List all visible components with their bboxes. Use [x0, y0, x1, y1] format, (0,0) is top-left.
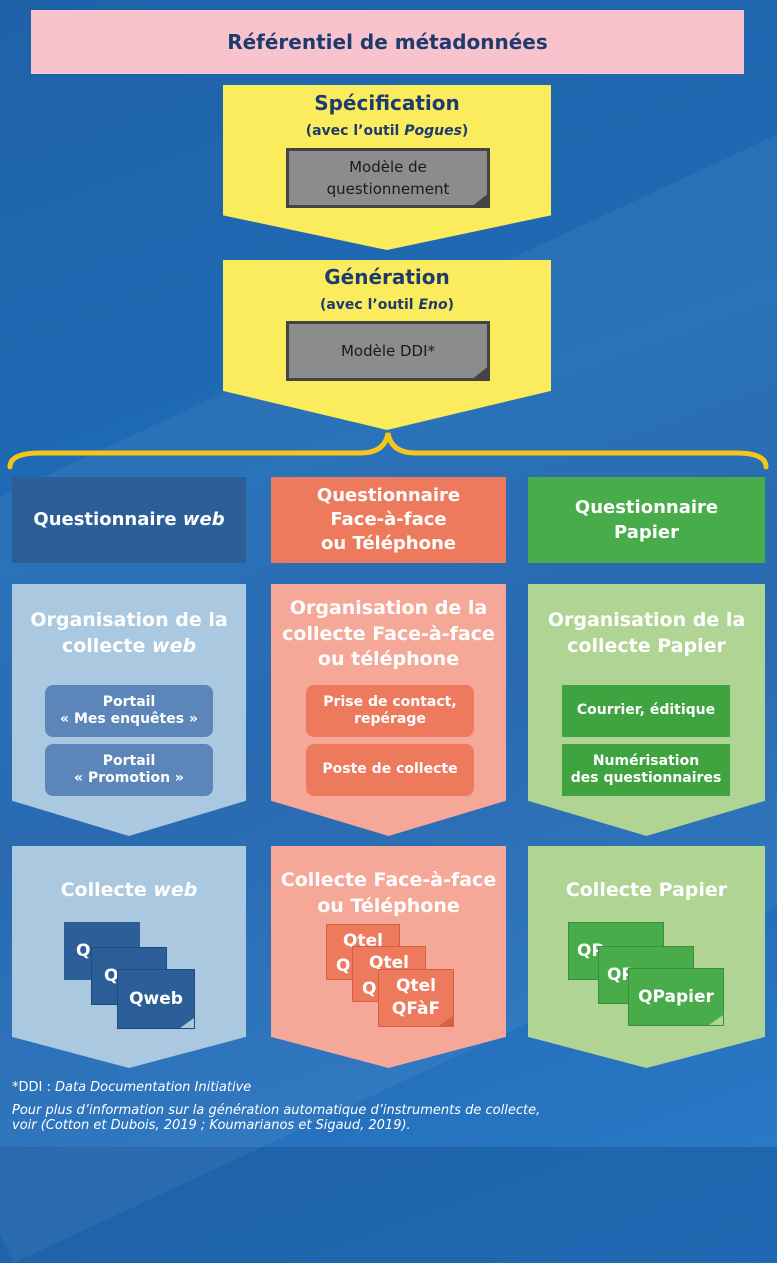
specification-subtitle: (avec l’outil Pogues) — [305, 123, 469, 139]
info-footnote-line2: voir (Cotton et Dubois, 2019 ; Koumarian… — [12, 1118, 411, 1133]
questionnaire-model-line2: questionnement — [326, 180, 450, 198]
phone-collection-title: Collecte Face-à-face ou Téléphone — [280, 869, 497, 917]
metadata-repository-label: Référentiel de métadonnées — [227, 30, 548, 54]
phone-questionnaire-header: Questionnaire Face-à-face ou Téléphone — [271, 477, 506, 563]
questionnaire-model-line1: Modèle de — [349, 157, 427, 176]
paper-organisation-title: Organisation de la collecte Papier — [547, 609, 746, 657]
mail-printing-task: Courrier, éditique — [562, 685, 730, 737]
web-questionnaire-header: Questionnaire web — [12, 477, 246, 563]
questionnaire-model-document: Modèle de questionnement — [286, 148, 490, 208]
ddi-model-label: Modèle DDI* — [340, 341, 436, 360]
web-collection-title: Collecte web — [60, 879, 198, 901]
contact-tracking-task: Prise de contact,repérage — [306, 685, 474, 737]
portal-mes-enquetes: Portail« Mes enquêtes » — [45, 685, 213, 737]
specification-arrow: Spécification (avec l’outil Pogues) Modè… — [223, 85, 551, 250]
web-questionnaire-doc-3: Qweb — [117, 969, 195, 1029]
paper-collection-title: Collecte Papier — [565, 879, 728, 901]
paper-questionnaire-doc-3: QPapier — [628, 968, 724, 1026]
metadata-repository-box: Référentiel de métadonnées — [31, 10, 744, 74]
phone-questionnaire-doc-4: Q — [362, 979, 377, 999]
paper-questionnaire-header: Questionnaire Papier — [528, 477, 765, 563]
phone-organisation-title: Organisation de la collecte Face-à-face … — [282, 597, 495, 671]
portal-promotion: Portail« Promotion » — [45, 744, 213, 796]
web-organisation-title: Organisation de la collecte web — [30, 609, 228, 657]
specification-title: Spécification — [314, 91, 460, 115]
generation-title: Génération — [324, 265, 450, 289]
collection-station-task: Poste de collecte — [306, 744, 474, 796]
info-footnote-line1: Pour plus d’information sur la génératio… — [12, 1103, 541, 1118]
ddi-footnote: *DDI : Data Documentation Initiative — [12, 1080, 252, 1095]
ddi-model-document: Modèle DDI* — [286, 321, 490, 381]
brace-connector — [7, 432, 769, 470]
generation-subtitle: (avec l’outil Eno) — [319, 297, 455, 313]
phone-questionnaire-doc-2: Q — [336, 956, 351, 976]
generation-arrow: Génération (avec l’outil Eno) Modèle DDI… — [223, 260, 551, 430]
